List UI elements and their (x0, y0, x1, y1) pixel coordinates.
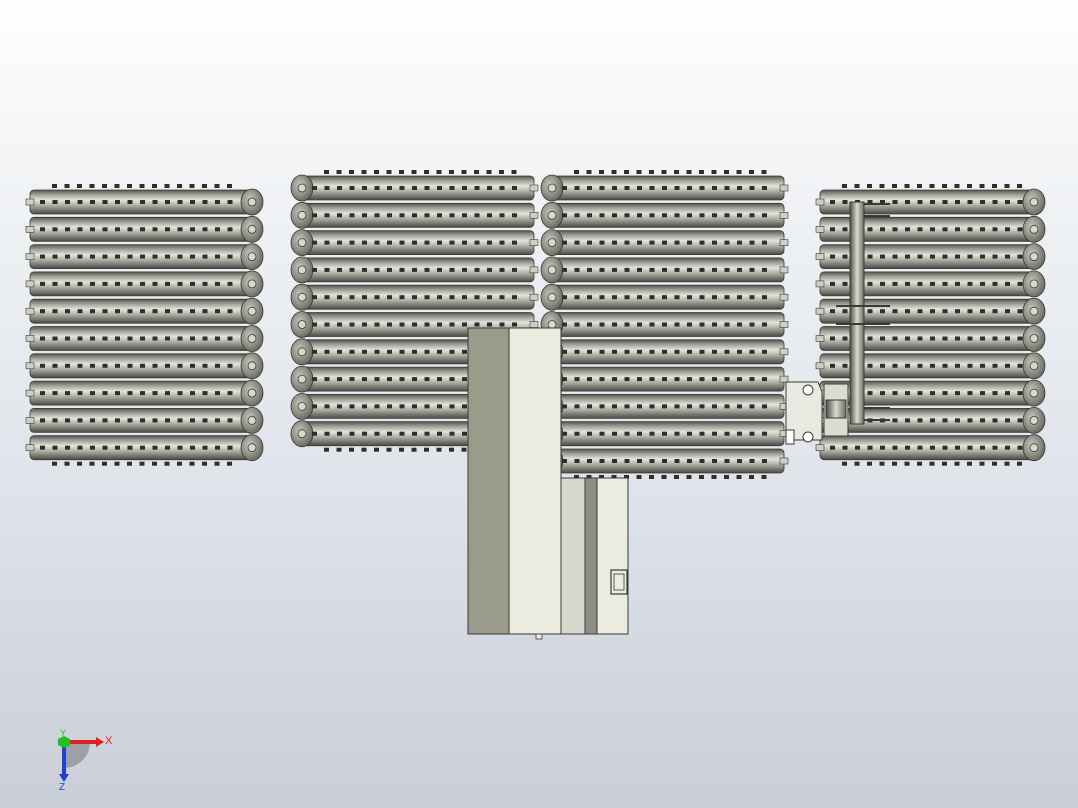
roller (551, 339, 785, 365)
cabinet-light-panel (508, 327, 562, 635)
left-roller-module (25, 184, 264, 466)
roller (551, 312, 785, 337)
cabinet-side-panel (596, 477, 629, 635)
z-axis-arrowhead (59, 774, 69, 782)
roller (551, 284, 785, 310)
roller (301, 230, 535, 256)
cabinet-mid-panel (560, 477, 586, 635)
roller (551, 421, 785, 447)
roller (551, 393, 785, 419)
right-roller-module (815, 184, 1046, 466)
vertical-guide-plate (849, 201, 865, 425)
roller (301, 257, 535, 283)
transfer-arm (785, 201, 890, 445)
roller (551, 448, 785, 474)
roller (301, 202, 535, 228)
z-axis-label: Z (59, 782, 65, 792)
orientation-triad[interactable]: X Y Z (52, 728, 122, 792)
roller (301, 175, 535, 201)
roller (551, 257, 785, 283)
x-axis-label: X (105, 735, 113, 747)
cabinet-strip (584, 477, 598, 635)
triad-shadow-arc (64, 742, 90, 768)
roller (301, 284, 535, 310)
cabinet-door-handle (610, 569, 628, 595)
drive-cabinet (467, 327, 629, 640)
y-axis-label: Y (60, 728, 66, 738)
center-right-roller-module (540, 170, 789, 479)
cabinet-dark-panel (467, 327, 511, 635)
roller (551, 366, 785, 392)
roller (819, 435, 1035, 461)
roller (551, 230, 785, 256)
roller (551, 175, 785, 201)
cabinet-foot (535, 633, 543, 640)
x-axis-arrowhead (96, 737, 104, 747)
y-axis-marker (58, 736, 70, 748)
roller (551, 202, 785, 228)
